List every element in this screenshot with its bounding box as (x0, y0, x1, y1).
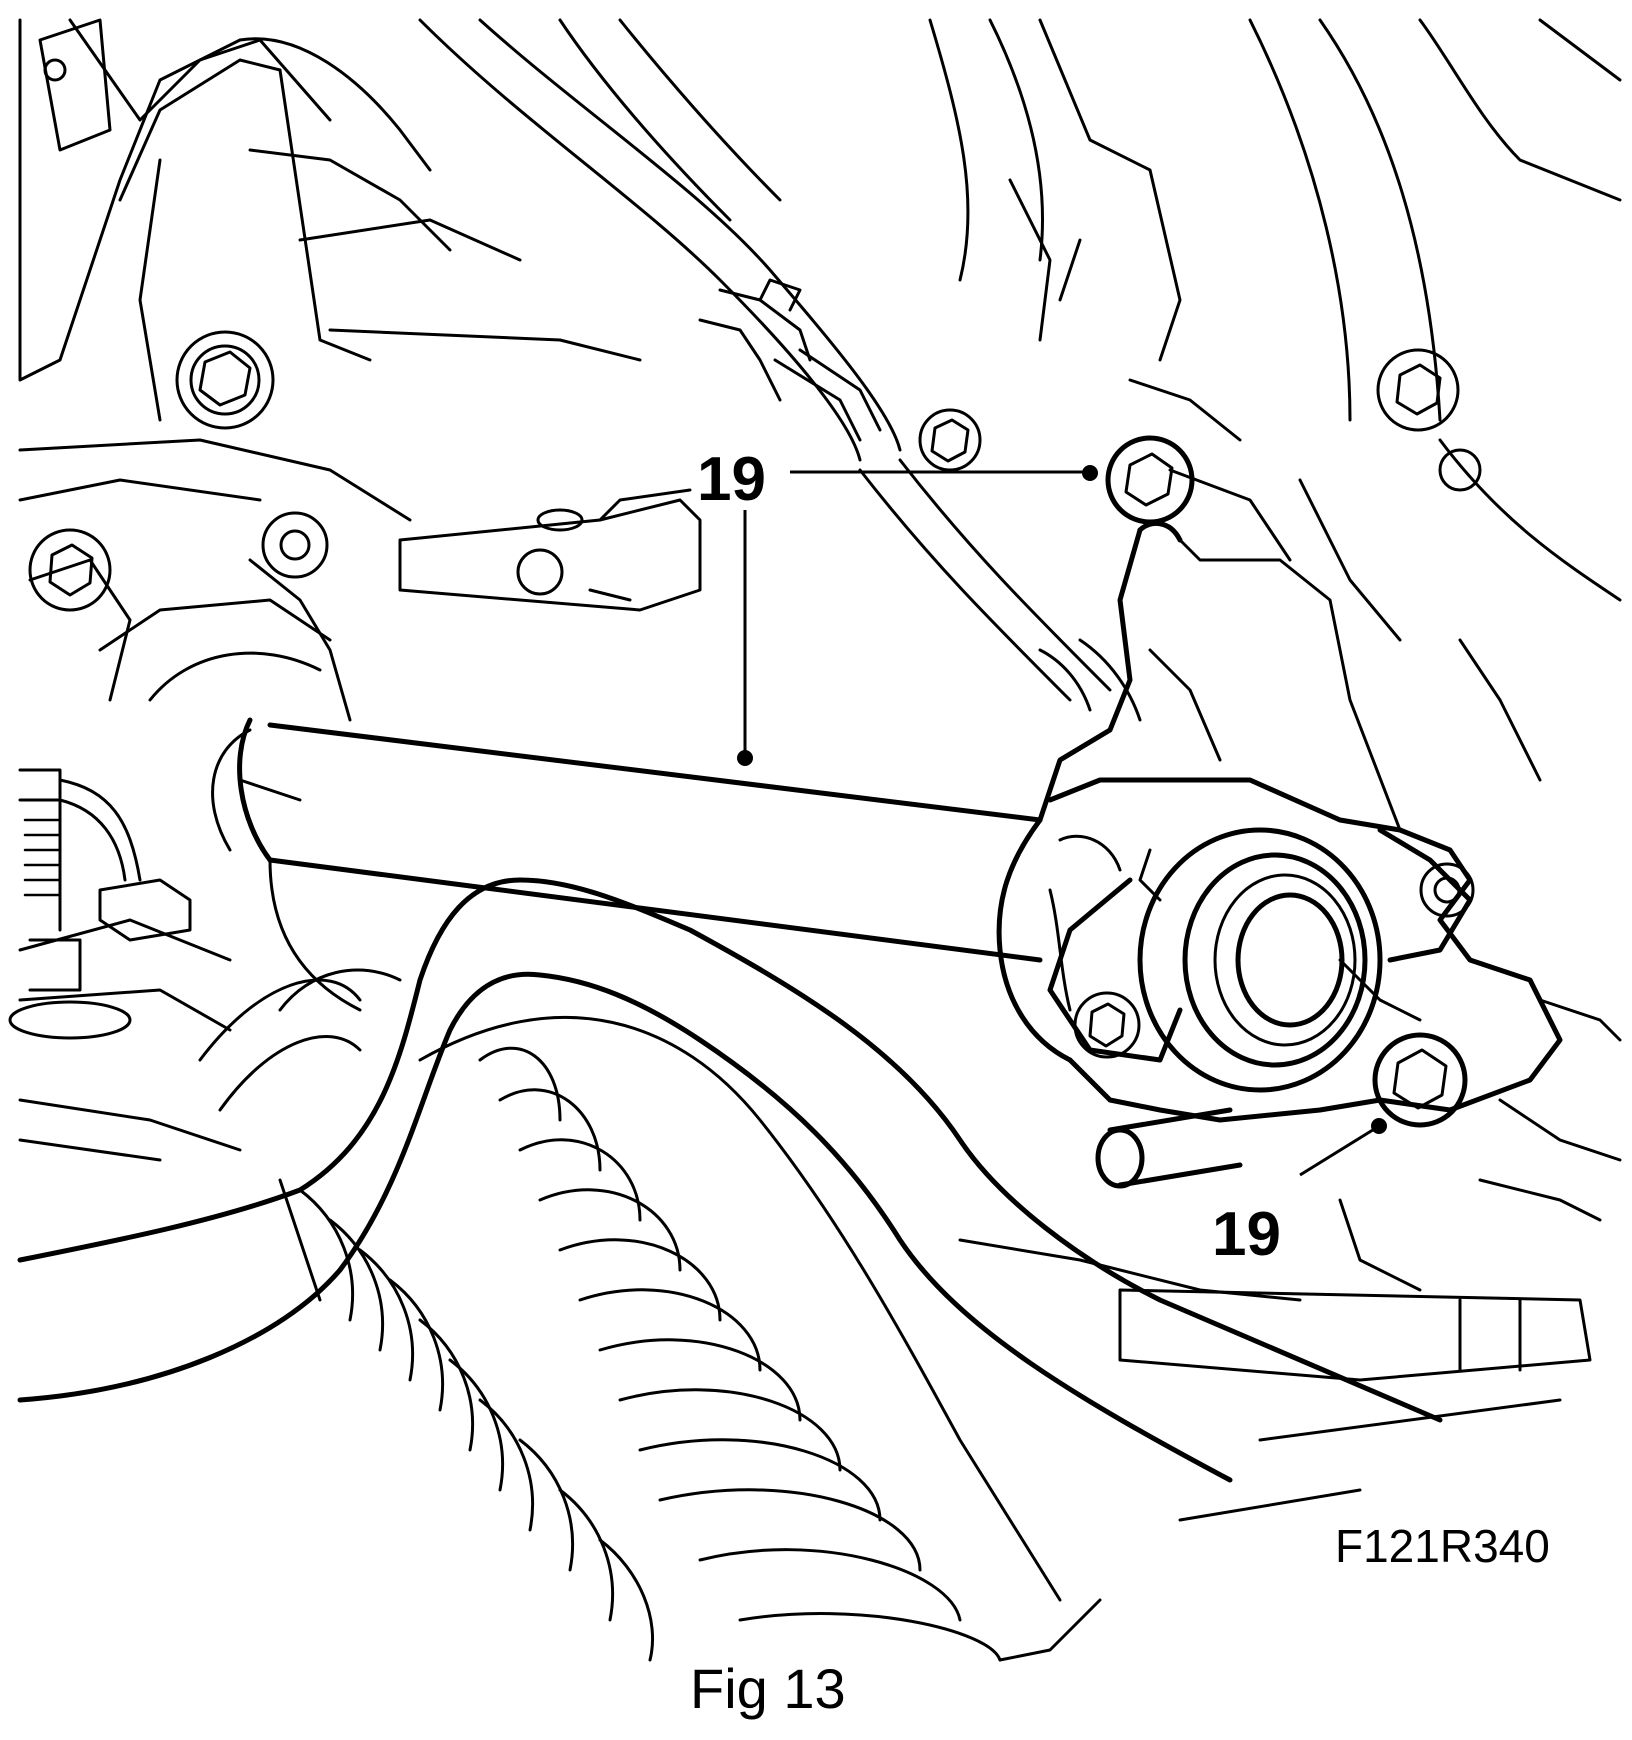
flange-bolt-left (1073, 991, 1141, 1059)
top-housing-bolt (1105, 435, 1195, 525)
curved-arm (17, 877, 1443, 1483)
pipe-stub (1095, 1107, 1243, 1189)
mid-bolt (918, 408, 982, 472)
figure-caption: Fig 13 (690, 1657, 846, 1720)
oblique-pipe (858, 458, 1142, 722)
steering-rack-tube (211, 717, 1043, 1012)
flange (1047, 827, 1473, 1063)
fuel-pipe (418, 18, 902, 462)
top-right-housing (928, 18, 1622, 782)
flange-bolt-right (1419, 862, 1475, 918)
right-small-boss (1438, 448, 1482, 492)
lower-right-bolt (1372, 1032, 1468, 1128)
round-boss (261, 511, 329, 579)
drawing-code: F121R340 (1335, 1520, 1550, 1572)
left-lower-arm (18, 978, 362, 1162)
callout-label-upper: 19 (697, 445, 766, 514)
callout-leader-upper (737, 465, 1098, 766)
right-upper-bolt (1376, 348, 1460, 432)
lower-right-subframe (958, 998, 1622, 1522)
slave-cylinder-housing (996, 520, 1563, 1123)
left-bolt (28, 528, 112, 612)
upper-left-bolt (175, 330, 275, 430)
rubber-bellows (278, 1015, 1102, 1662)
callout-label-lower: 19 (1212, 1200, 1281, 1269)
central-bore (1137, 827, 1383, 1093)
threaded-stud (8, 768, 192, 1040)
hose-connector (698, 278, 882, 442)
mounting-bracket (398, 488, 702, 612)
callout-leader-lower (1299, 1118, 1387, 1177)
